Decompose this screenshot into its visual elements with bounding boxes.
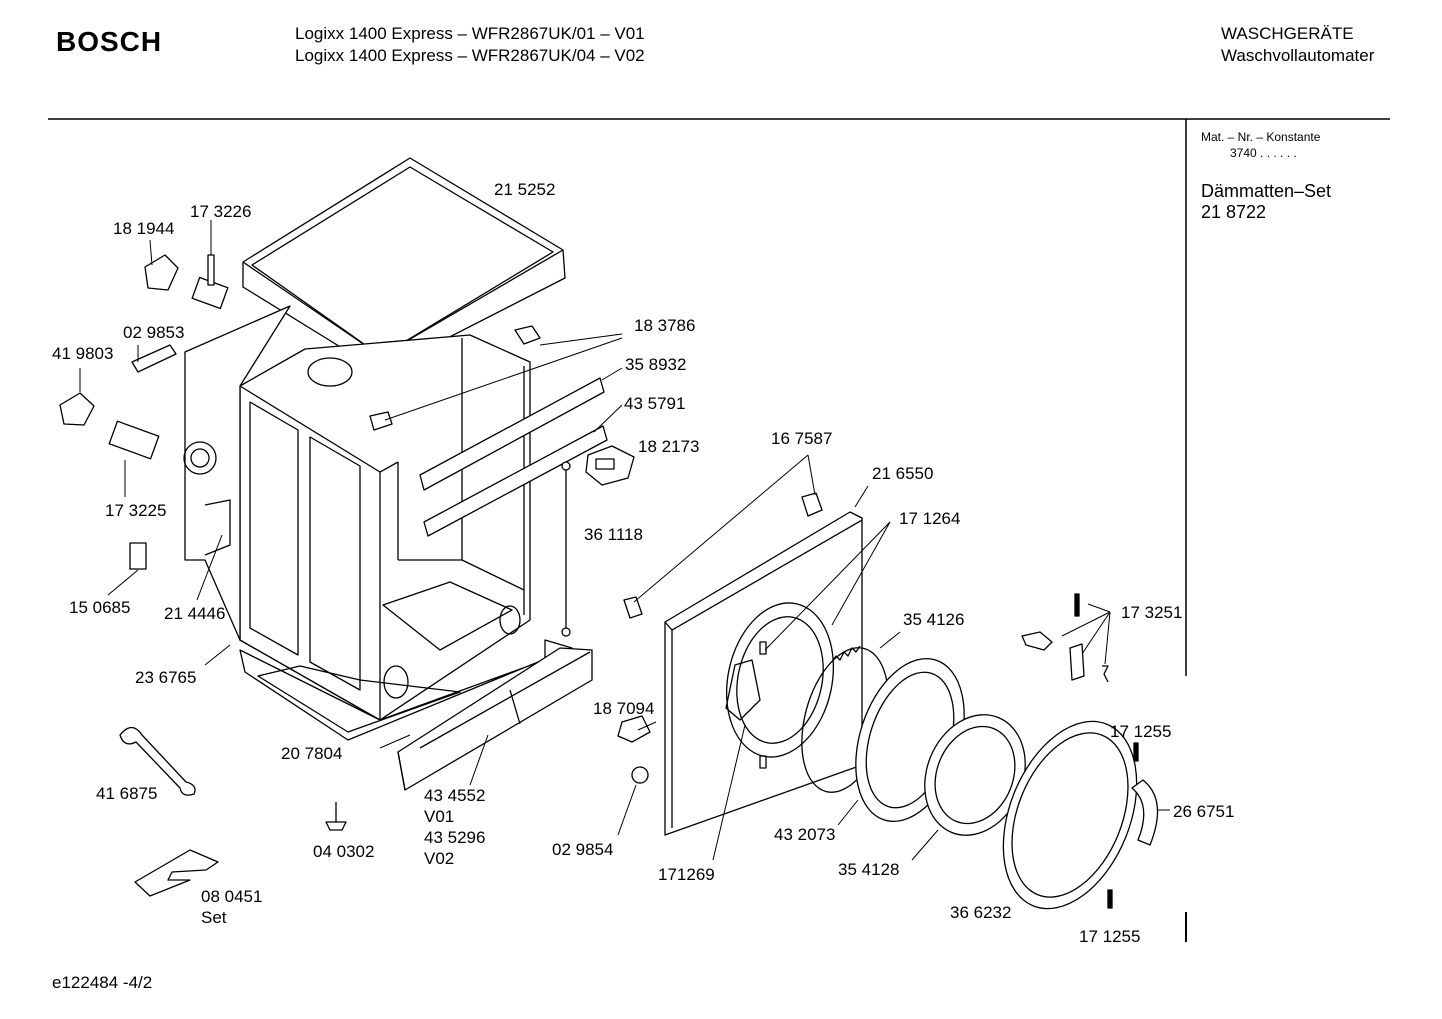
model-line-1: Logixx 1400 Express – WFR2867UK/01 – V01 — [295, 24, 645, 43]
part-label: 36 6232 — [950, 903, 1012, 922]
part-label: 21 6550 — [872, 464, 934, 483]
door-outer-ring — [1002, 720, 1138, 910]
part-label: 17 1264 — [899, 509, 961, 528]
part-label: 41 6875 — [96, 784, 158, 803]
set-name: Dämmatten–Set — [1201, 181, 1332, 201]
mat-nr-label: Mat. – Nr. – Konstante — [1201, 130, 1321, 144]
category-line-2: Waschvollautomater — [1221, 46, 1375, 65]
part-label: 02 9854 — [552, 840, 614, 859]
drawing-code: e122484 -4/2 — [52, 973, 153, 992]
part-label: 17 3251 — [1121, 603, 1183, 622]
part-label: 35 4126 — [903, 610, 965, 629]
part-label: 18 7094 — [593, 699, 655, 718]
part-label: 16 7587 — [771, 429, 833, 448]
part-label: 18 3786 — [634, 316, 696, 335]
part-label: 17 1255 — [1079, 927, 1141, 946]
brand-logo: BOSCH — [56, 26, 163, 57]
part-label: 15 0685 — [69, 598, 131, 617]
part-label: 02 9853 — [123, 323, 185, 342]
part-label: 18 2173 — [638, 437, 700, 456]
kick-plate — [397, 647, 593, 791]
part-label: V02 — [424, 849, 455, 868]
front-panel — [664, 511, 863, 836]
part-label: 35 8932 — [625, 355, 687, 374]
mat-nr-value: 3740 . . . . . . — [1230, 146, 1297, 160]
part-label: V01 — [424, 807, 455, 826]
part-label: 43 5296 — [424, 828, 486, 847]
part-label: 21 5252 — [494, 180, 556, 199]
part-label: 17 3226 — [190, 202, 252, 221]
part-label: 17 3225 — [105, 501, 167, 520]
part-label: 43 5791 — [624, 394, 686, 413]
part-label: 20 7804 — [281, 744, 343, 763]
part-label: 43 4552 — [424, 786, 486, 805]
part-label: 43 2073 — [774, 825, 836, 844]
part-label: 08 0451 — [201, 887, 263, 906]
part-label: 18 1944 — [113, 219, 175, 238]
part-label: 23 6765 — [135, 668, 197, 687]
part-label: 36 1118 — [584, 525, 643, 544]
set-number: 21 8722 — [1201, 202, 1267, 222]
part-label: 04 0302 — [313, 842, 375, 861]
door-glass — [924, 714, 1026, 836]
part-label: 17 1255 — [1110, 722, 1172, 741]
model-line-2: Logixx 1400 Express – WFR2867UK/04 – V02 — [295, 46, 645, 65]
cabinet — [239, 334, 531, 721]
category-line-1: WASCHGERÄTE — [1221, 24, 1354, 43]
part-label: 21 4446 — [164, 604, 226, 623]
part-label: 26 6751 — [1173, 802, 1235, 821]
part-label: 35 4128 — [838, 860, 900, 879]
part-label: 171269 — [658, 865, 715, 884]
rear-panel — [183, 305, 291, 641]
part-label: 41 9803 — [52, 344, 114, 363]
part-label: Set — [201, 908, 227, 927]
